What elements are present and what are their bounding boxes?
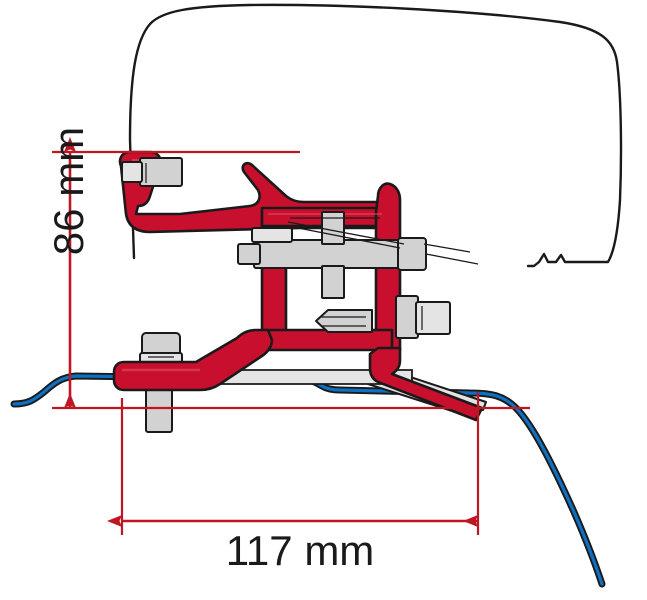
screw-lower-right	[315, 309, 373, 333]
bolt-upper-left	[121, 157, 183, 187]
dimension-height	[52, 137, 530, 410]
roof-panel	[10, 372, 606, 588]
dimension-label-width: 117 mm	[225, 527, 375, 574]
awning-case	[128, 3, 623, 268]
dimension-label-height: 86 mm	[45, 126, 92, 256]
leader-lines	[287, 217, 479, 265]
dimension-width	[107, 392, 480, 535]
bolt-right-nut	[395, 295, 451, 339]
